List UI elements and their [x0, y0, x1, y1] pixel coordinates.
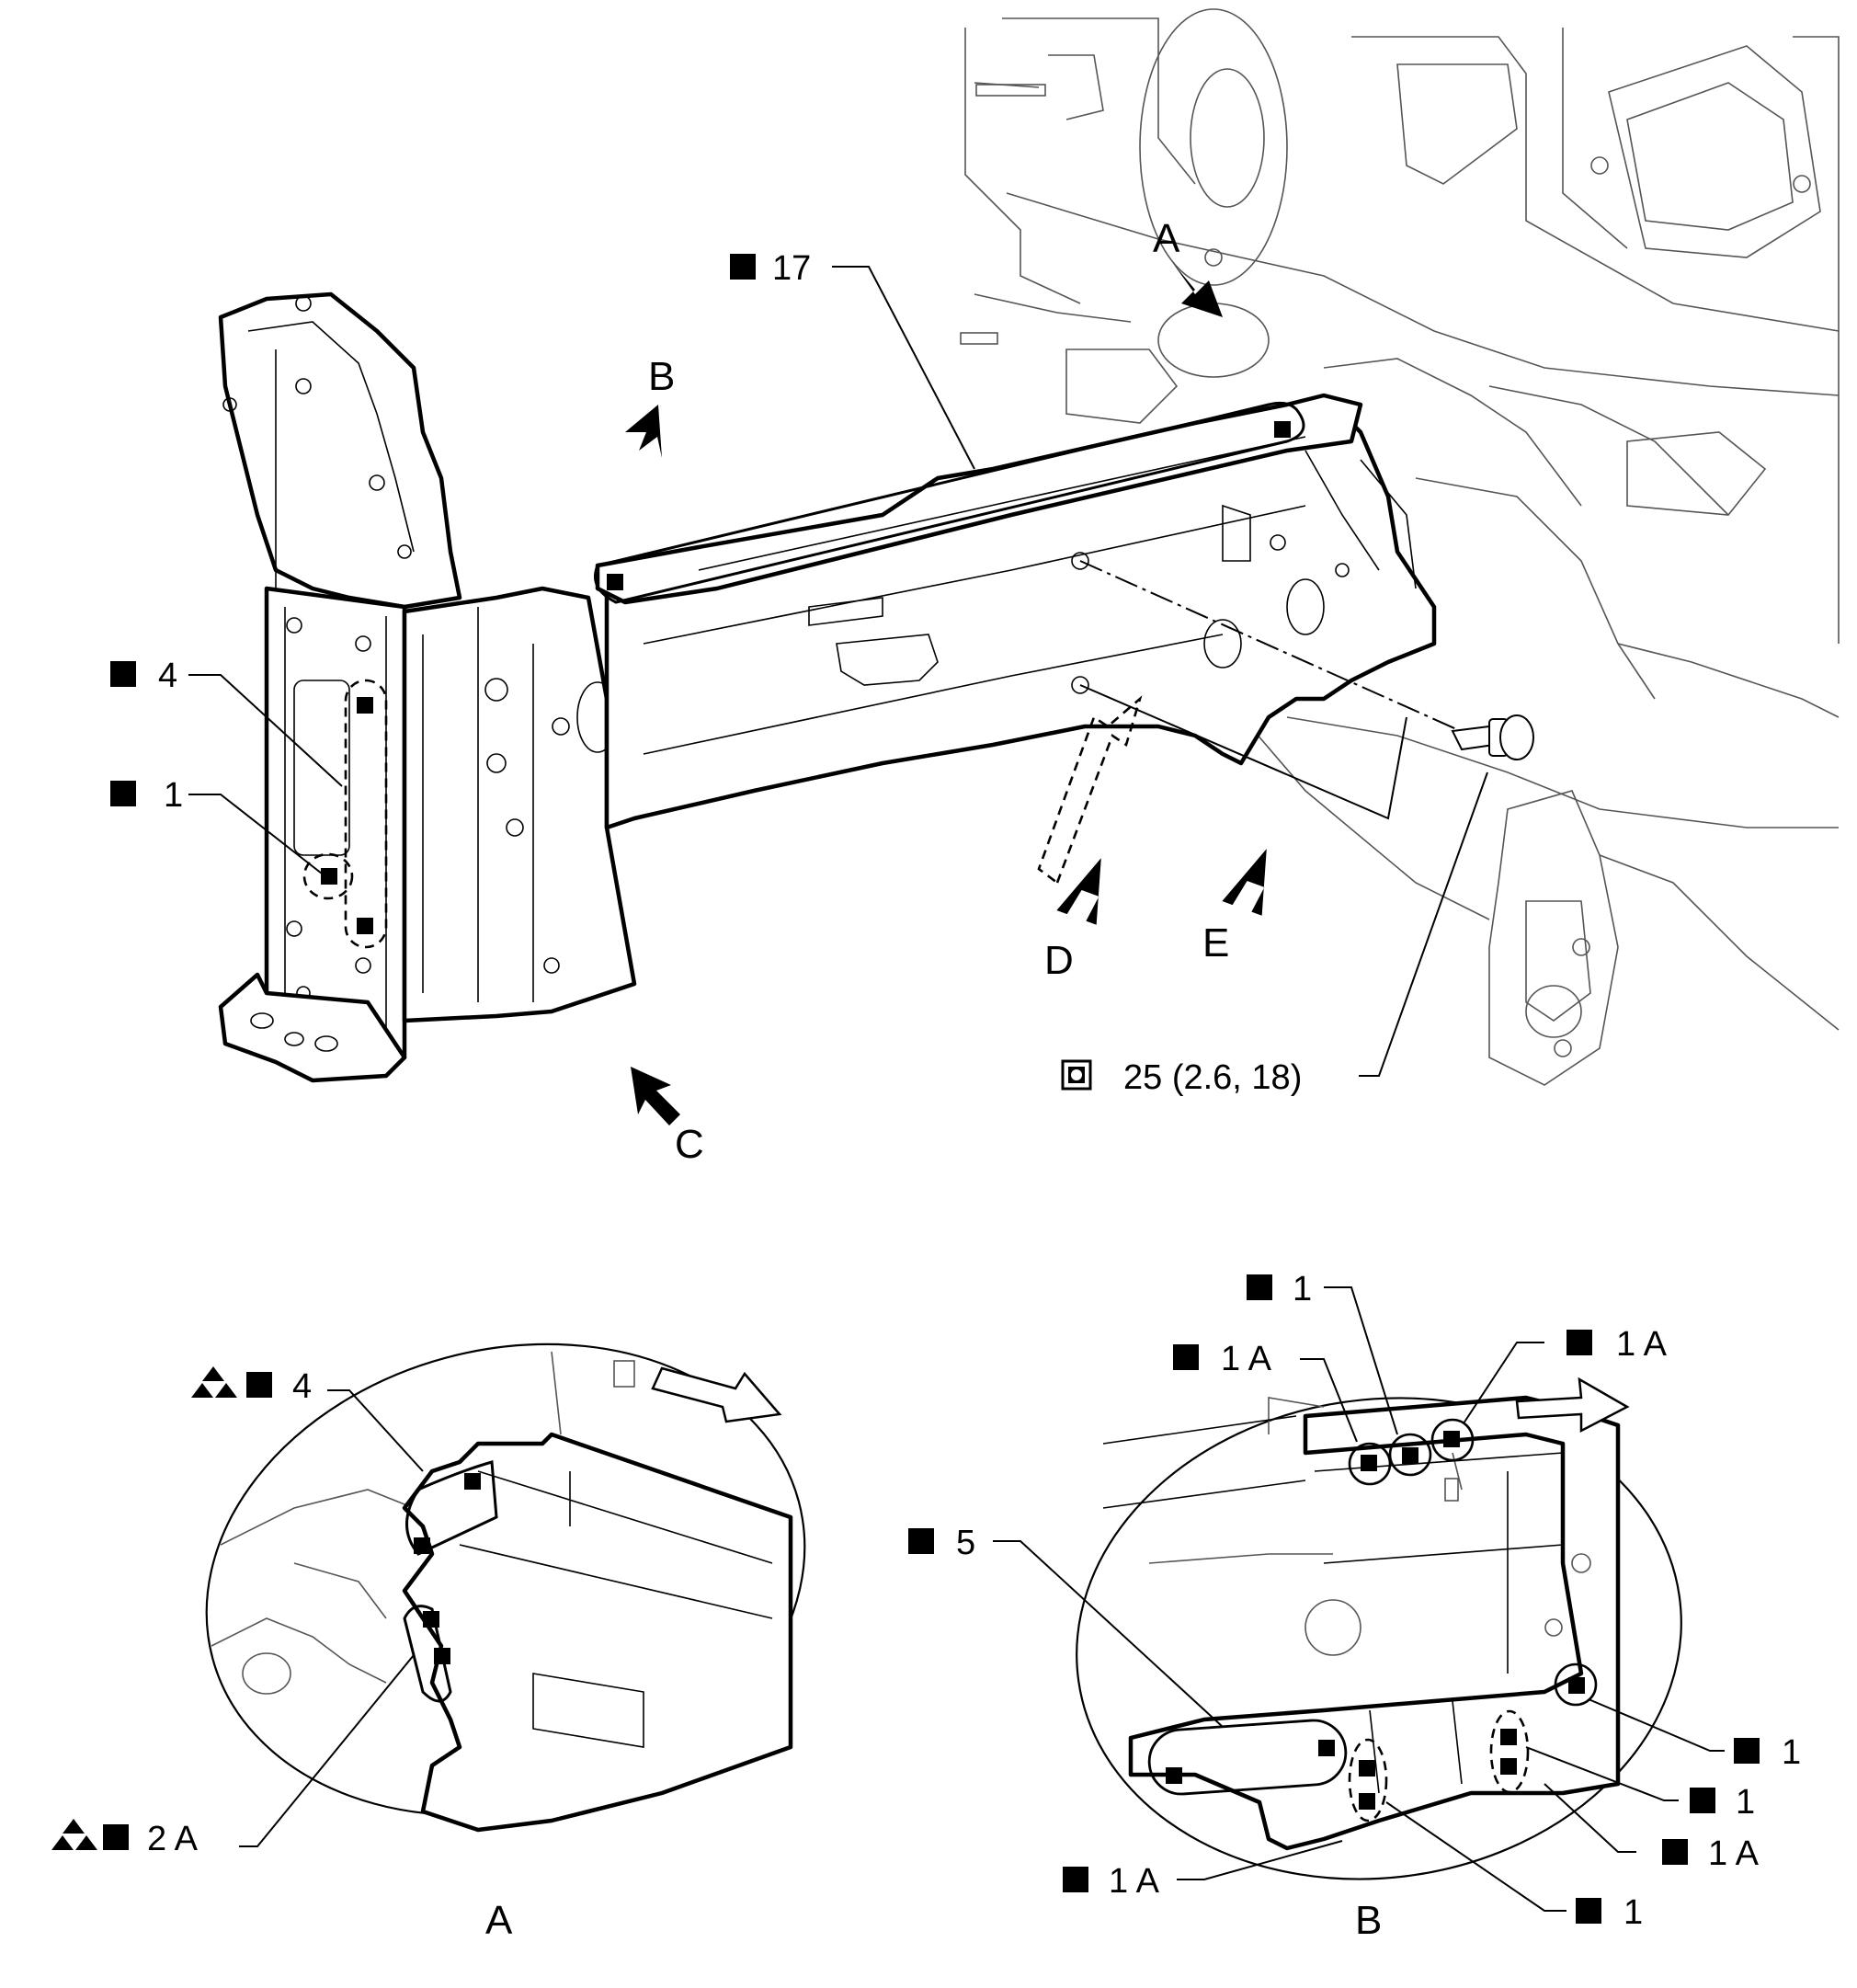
weld-spot-icon — [110, 661, 136, 687]
detail-label-b: B — [1355, 1898, 1382, 1943]
a-callout-4: 4 — [292, 1367, 312, 1406]
weld-spot-icon — [908, 1528, 934, 1554]
weld-spot-icon — [1247, 1274, 1272, 1300]
weld-spot-icon — [1662, 1839, 1688, 1865]
callout-1: 1 — [164, 776, 183, 815]
detail-view-a: 4 2 A A — [51, 1342, 806, 1943]
weld-spot-icon — [103, 1824, 129, 1850]
front-plate-dashed-outline — [344, 679, 388, 949]
b-callout-1a-r3: 1 A — [1708, 1834, 1760, 1873]
b-callout-1a-right: 1 A — [1616, 1325, 1668, 1364]
triangle-pair-icon — [51, 1819, 97, 1850]
front-side-member-assembly — [218, 291, 1437, 1083]
weld-spot-icon — [730, 254, 756, 280]
view-letter-e: E — [1202, 920, 1229, 965]
triangle-pair-icon — [191, 1366, 237, 1398]
torque-wrench-icon — [1061, 1059, 1092, 1091]
torque-spec: 25 (2.6, 18) — [1123, 1058, 1302, 1097]
view-letter-b: B — [648, 354, 675, 399]
callout-4: 4 — [158, 657, 177, 695]
main-leader-lines — [188, 266, 1488, 1077]
b-callout-1a-bottom-left: 1 A — [1109, 1862, 1160, 1901]
main-callouts: 17 4 1 25 (2.6, 18) A B C D E — [110, 216, 1302, 1167]
bolt-fastener — [1079, 560, 1534, 820]
main-weld-spots — [321, 421, 1291, 934]
weld-spot-icon — [110, 781, 136, 806]
view-letter-d: D — [1044, 938, 1074, 983]
a-callout-2a: 2 A — [147, 1820, 199, 1858]
view-arrows — [625, 262, 1267, 1125]
weld-spot-icon — [1173, 1344, 1199, 1370]
b-callout-1-top: 1 — [1293, 1270, 1312, 1308]
weld-spot-icon — [1063, 1867, 1088, 1892]
detail-view-b: 1 1 A 1 A 5 1 1 1 A 1 A 1 B — [908, 1270, 1801, 1943]
view-letter-a: A — [1153, 216, 1180, 261]
weld-spot-icon — [1566, 1330, 1592, 1355]
weld-spot-icon — [1734, 1738, 1760, 1764]
front-plate-spot-outline — [302, 852, 354, 900]
b-callout-1-r2: 1 — [1736, 1783, 1755, 1822]
weld-spot-icon — [1576, 1898, 1601, 1924]
b-callout-1a-left: 1 A — [1221, 1340, 1272, 1378]
b-callout-1-bottom: 1 — [1623, 1893, 1643, 1932]
view-letter-c: C — [675, 1122, 704, 1167]
weld-spot-icon — [246, 1372, 272, 1398]
detail-label-a: A — [485, 1898, 513, 1943]
callout-17: 17 — [772, 249, 811, 288]
background-body-structure — [960, 8, 1840, 1086]
flange-weld-outline — [594, 401, 1305, 604]
b-callout-5: 5 — [956, 1524, 975, 1562]
weld-spot-icon — [1690, 1788, 1715, 1813]
b-callout-1-r1: 1 — [1782, 1733, 1801, 1772]
